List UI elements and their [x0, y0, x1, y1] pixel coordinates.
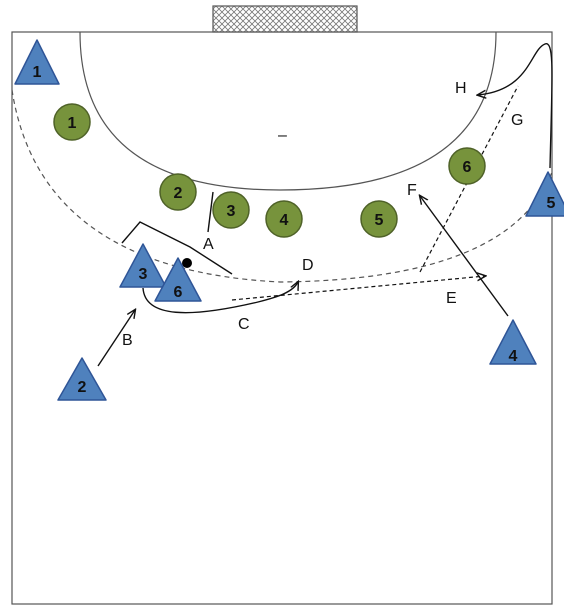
attacker-1-marker: [14, 39, 60, 85]
attacker-4-label: 4: [509, 348, 518, 365]
attacker-6-marker: [154, 257, 202, 302]
attacker-5-label: 5: [547, 195, 556, 212]
label-a: A: [203, 236, 214, 253]
defender-4-label: 4: [280, 212, 289, 229]
defender-2: 2: [159, 173, 197, 211]
label-c: C: [238, 316, 250, 333]
label-g: G: [511, 112, 523, 129]
attacker-1-label: 1: [33, 64, 42, 81]
defender-2-label: 2: [174, 185, 183, 202]
movement-path-a-second: [207, 191, 214, 233]
defender-6-marker: [448, 147, 486, 185]
defender-3-label: 3: [227, 203, 236, 220]
attacker-2: 2: [57, 357, 107, 401]
label-d: D: [302, 257, 314, 274]
attacker-5-marker: [525, 171, 564, 217]
defender-1-marker: [53, 103, 91, 141]
attacker-6-label: 6: [174, 284, 183, 301]
ball: [182, 258, 192, 268]
attacker-4: 4: [489, 319, 537, 365]
defender-6: 6: [448, 147, 486, 185]
defender-5-label: 5: [375, 212, 384, 229]
defender-5-marker: [360, 200, 398, 238]
attacker-3-label: 3: [139, 266, 148, 283]
arrow-h: [478, 43, 553, 169]
defender-4: 4: [265, 200, 303, 238]
label-b: B: [122, 332, 133, 349]
arrow-c: [142, 282, 298, 314]
goal-area-line: [79, 31, 497, 191]
attacker-6: 6: [154, 257, 202, 302]
attacker-1: 1: [14, 39, 60, 85]
defender-1: 1: [53, 103, 91, 141]
attacker-3-marker: [119, 243, 167, 288]
pass-e: [231, 276, 485, 301]
free-throw-line: [11, 89, 553, 283]
defender-3-marker: [212, 191, 250, 229]
defender-1-label: 1: [68, 115, 77, 132]
court-boundary: [11, 31, 553, 605]
defender-5: 5: [360, 200, 398, 238]
label-h: H: [455, 80, 467, 97]
attacker-2-label: 2: [78, 379, 87, 396]
attacker-4-marker: [489, 319, 537, 365]
attacker-2-marker: [57, 357, 107, 401]
arrow-b: [97, 310, 135, 367]
label-f: F: [407, 182, 417, 199]
movement-path-a: [121, 221, 233, 275]
arrow-f: [420, 196, 509, 317]
attacker-5: 5: [525, 171, 564, 217]
defender-6-label: 6: [463, 159, 472, 176]
label-e: E: [446, 290, 457, 307]
attacker-3: 3: [119, 243, 167, 288]
goal: [212, 5, 358, 33]
defender-3: 3: [212, 191, 250, 229]
goal-area-dash: –: [278, 127, 287, 144]
defender-2-marker: [159, 173, 197, 211]
defender-4-marker: [265, 200, 303, 238]
